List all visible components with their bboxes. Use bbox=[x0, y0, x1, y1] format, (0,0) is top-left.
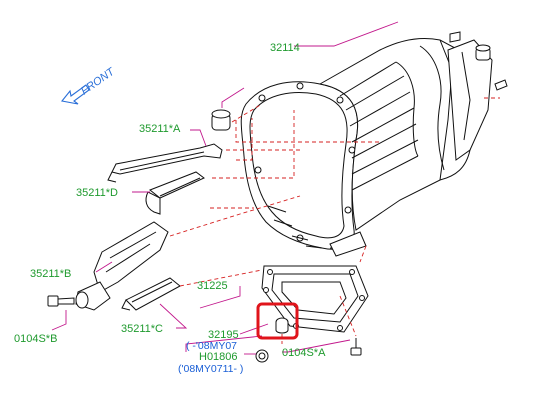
front-label: FRONT bbox=[79, 65, 118, 97]
transmission-case bbox=[240, 37, 493, 257]
bolt-0104SA bbox=[350, 338, 362, 356]
note-32195: ( -'08MY07 bbox=[186, 340, 237, 352]
front-arrow: FRONT bbox=[60, 65, 118, 105]
leader-lines bbox=[51, 21, 399, 355]
bracket-35211B bbox=[75, 221, 169, 311]
bolt-0104SB bbox=[47, 295, 75, 307]
bracket-35211D bbox=[145, 171, 205, 215]
label-h01806: H01806 bbox=[199, 351, 238, 363]
drain-plug-32195 bbox=[275, 317, 289, 334]
label-35211C: 35211*C bbox=[121, 323, 163, 335]
bracket-35211C bbox=[121, 277, 181, 311]
label-0104SA: 0104S*A bbox=[282, 347, 326, 359]
note-h01806: ('08MY0711- ) bbox=[178, 363, 243, 375]
label-32195: 32195 bbox=[208, 329, 239, 341]
gasket-h01806 bbox=[255, 349, 269, 363]
label-35211D: 35211*D bbox=[76, 187, 118, 199]
dowel-pins bbox=[449, 31, 508, 91]
assembly-lines bbox=[169, 97, 500, 344]
label-35211A: 35211*A bbox=[139, 123, 181, 135]
highlight-box bbox=[256, 302, 299, 340]
label-31225: 31225 bbox=[197, 280, 228, 292]
oil-pan bbox=[261, 265, 369, 333]
bracket-35211A bbox=[107, 143, 223, 183]
case-plug bbox=[211, 109, 231, 131]
label-32114: 32114 bbox=[270, 42, 300, 54]
label-0104SB: 0104S*B bbox=[14, 333, 57, 345]
label-35211B: 35211*B bbox=[30, 268, 71, 280]
